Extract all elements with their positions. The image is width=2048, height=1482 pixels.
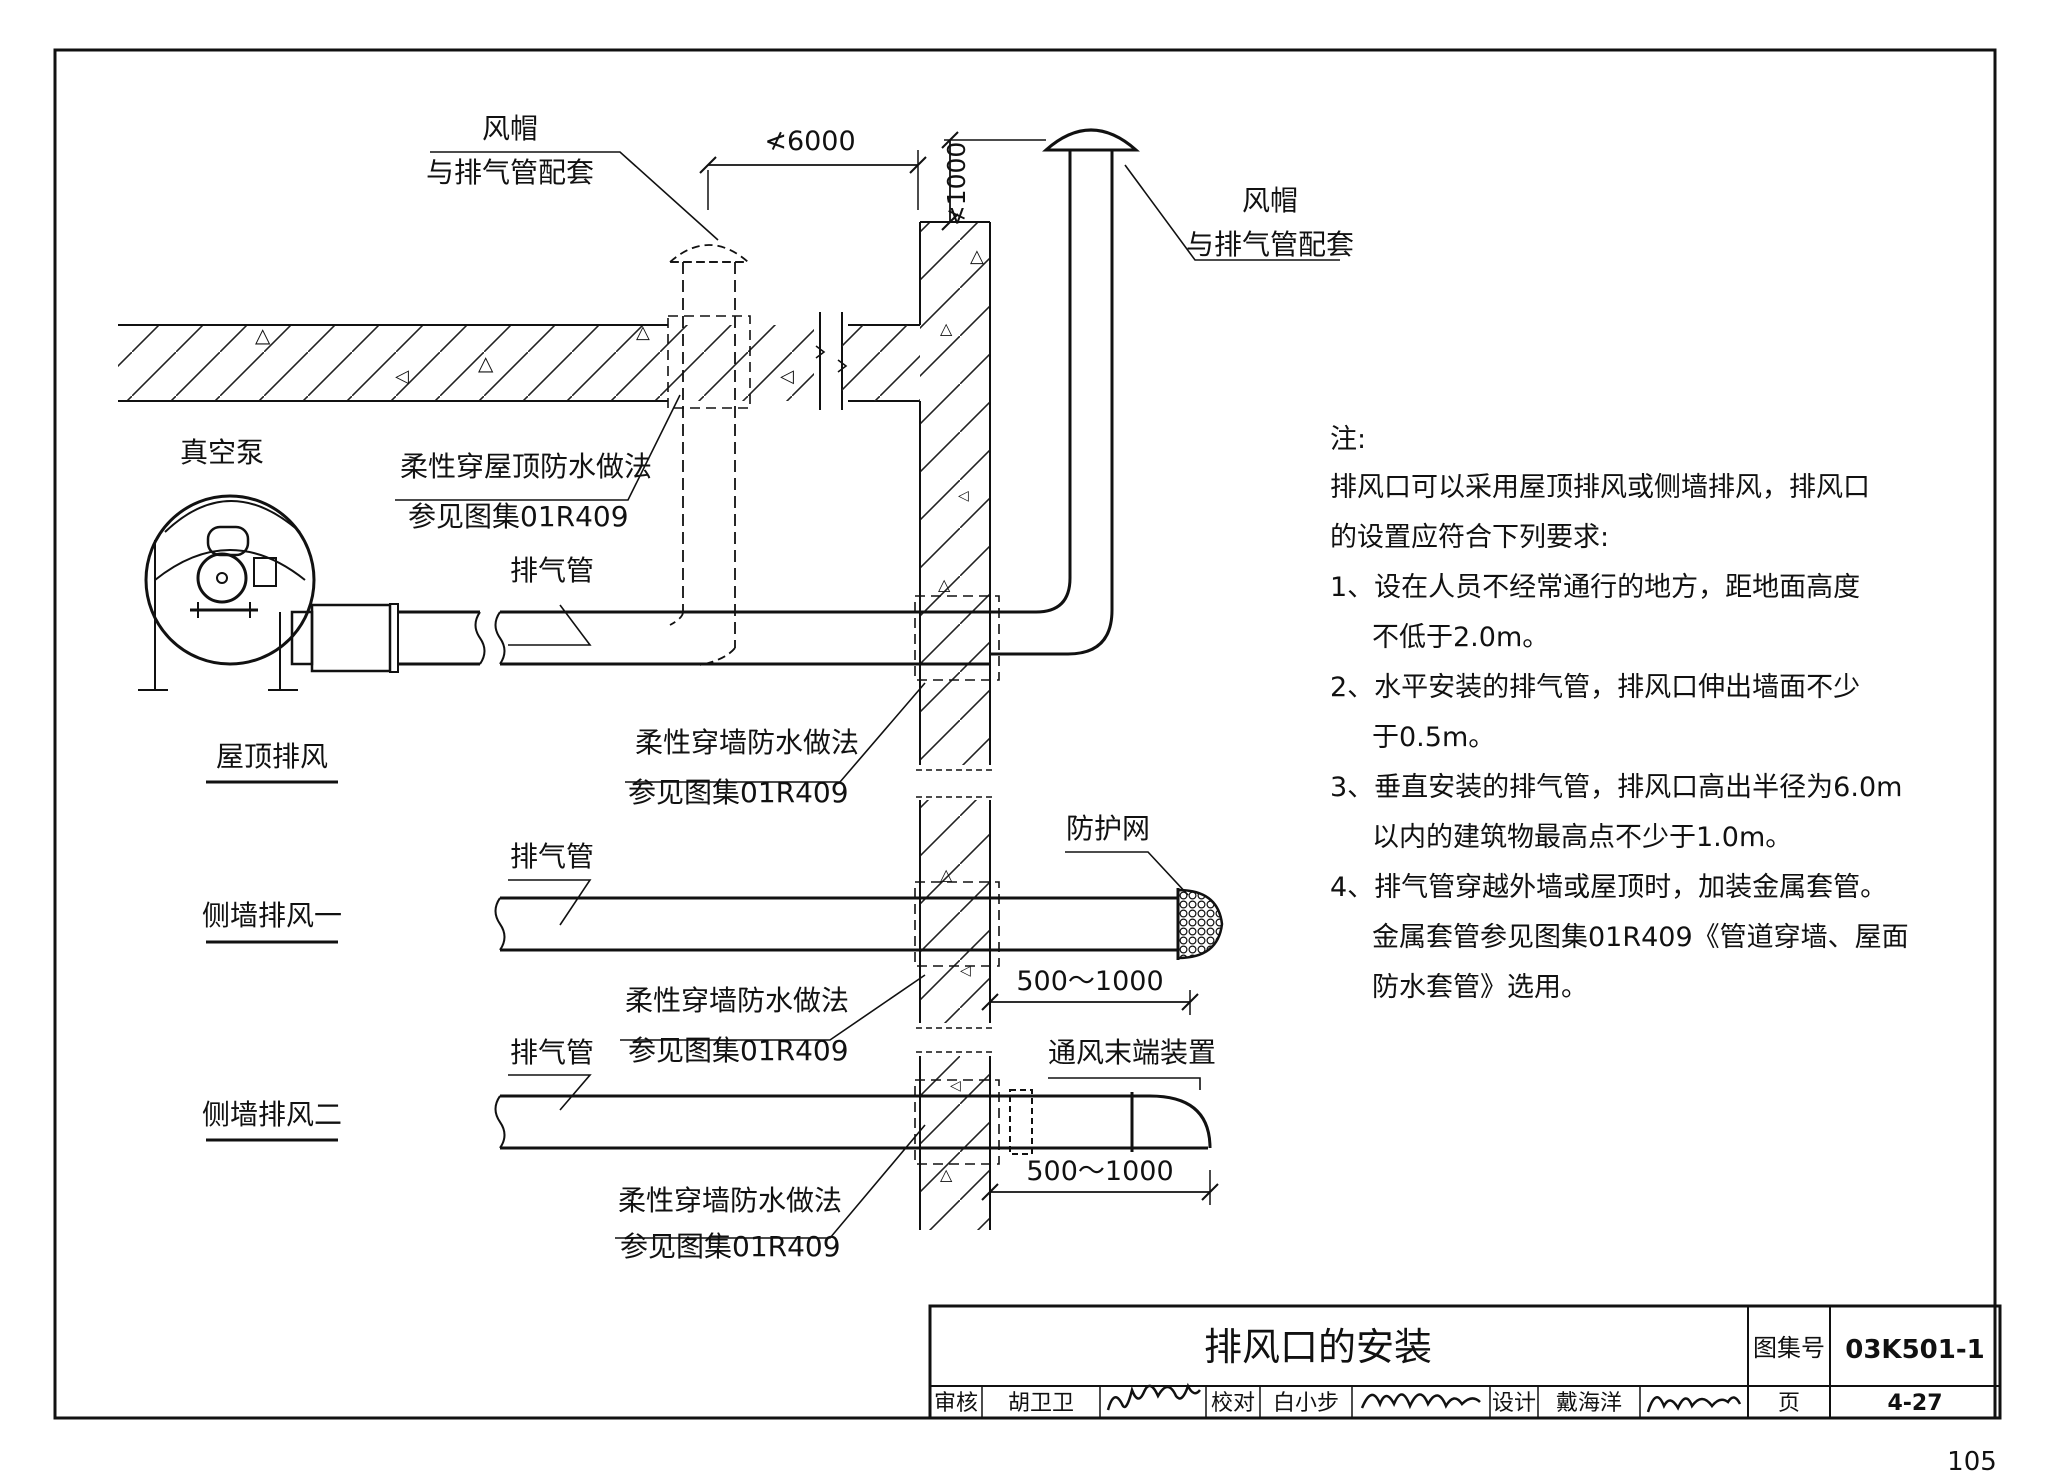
- wall-waterproof-label-a2: 参见图集01R409: [628, 776, 849, 809]
- section-side1-title: 侧墙排风一: [202, 899, 342, 932]
- atlas-number: 03K501-1: [1845, 1335, 1984, 1365]
- notes-line-9: 4、排气管穿越外墙或屋顶时，加装金属套管。: [1330, 872, 1887, 903]
- pipe-label-2: 排气管: [510, 840, 594, 873]
- pipe-label-3: 排气管: [510, 1036, 594, 1069]
- horizontal-exhaust-pipe-roof: [290, 595, 1000, 681]
- leader-lines: [395, 151, 1340, 1239]
- designer-signature: [1646, 1396, 1742, 1413]
- reviewer-name: 胡卫卫: [1008, 1391, 1074, 1416]
- side-exhaust-pipe-1: [494, 881, 1178, 967]
- title-block: 排风口的安装 图集号 03K501-1 审核 胡卫卫 校对 白小步 设计 戴海洋…: [928, 1304, 2002, 1420]
- guard-net-label: 防护网: [1066, 812, 1150, 845]
- reviewer-signature: [1106, 1382, 1201, 1411]
- guard-net: [1176, 888, 1224, 960]
- section-roof-title: 屋顶排风: [216, 740, 328, 773]
- svg-text:◁: ◁: [780, 366, 794, 387]
- svg-text:△: △: [478, 351, 494, 375]
- roof-cap: [667, 244, 751, 263]
- wall: △ △ △ ◁ △ ◁ ◁ △: [916, 221, 994, 1230]
- notes-line-7: 3、垂直安装的排气管，排风口高出半径为6.0m: [1330, 772, 1902, 803]
- designer-name: 戴海洋: [1556, 1391, 1622, 1416]
- svg-text:△: △: [636, 322, 650, 343]
- cap-right-label-1: 风帽: [1242, 184, 1298, 217]
- check-label: 校对: [1211, 1391, 1255, 1416]
- roof-riser: [667, 262, 751, 666]
- labels: 风帽 与排气管配套 ≮6000 ≮1000 风帽 与排气管配套 真空泵 柔性穿屋…: [180, 112, 1354, 1263]
- dimension-500-a: [981, 975, 1199, 1015]
- wall-waterproof-label-b2: 参见图集01R409: [628, 1034, 849, 1067]
- svg-text:◁: ◁: [960, 963, 971, 979]
- notes-line-1: 排风口可以采用屋顶排风或侧墙排风，排风口: [1330, 472, 1870, 503]
- wall-waterproof-label-c2: 参见图集01R409: [620, 1230, 841, 1263]
- svg-text:△: △: [940, 1165, 953, 1184]
- wall-waterproof-label-a1: 柔性穿墙防水做法: [635, 726, 859, 759]
- svg-text:△: △: [970, 246, 984, 267]
- svg-text:△: △: [938, 575, 951, 594]
- cap-left-label-2: 与排气管配套: [426, 156, 594, 189]
- notes-line-6: 于0.5m。: [1372, 722, 1495, 753]
- section-underlines: [206, 780, 338, 1142]
- notes: 注: 排风口可以采用屋顶排风或侧墙排风，排风口 的设置应符合下列要求: 1、设在…: [1330, 424, 1909, 1003]
- dimension-500-b: [981, 1170, 1219, 1205]
- roof-slab: △ △ △ ◁ ◁: [118, 312, 920, 410]
- svg-text:◁: ◁: [958, 488, 969, 504]
- notes-line-11: 防水套管》选用。: [1372, 972, 1588, 1003]
- dimension-500-b-label: 500～1000: [1026, 1156, 1173, 1187]
- side-exhaust-pipe-2: [494, 1079, 1208, 1165]
- checker-signature: [1360, 1393, 1481, 1410]
- page-number: 105: [1947, 1447, 1997, 1477]
- roof-waterproof-label-2: 参见图集01R409: [408, 500, 629, 533]
- end-device-label: 通风末端装置: [1048, 1036, 1216, 1069]
- checker-name: 白小步: [1273, 1391, 1339, 1416]
- notes-line-10: 金属套管参见图集01R409《管道穿墙、屋面: [1372, 922, 1909, 953]
- notes-line-5: 2、水平安装的排气管，排风口伸出墙面不少: [1330, 672, 1860, 703]
- vacuum-pump: [138, 494, 316, 691]
- page-code: 4-27: [1887, 1391, 1942, 1416]
- cap-right-label-2: 与排气管配套: [1186, 228, 1354, 261]
- drawing-frame: [53, 48, 1997, 1420]
- notes-line-3: 1、设在人员不经常通行的地方，距地面高度: [1330, 572, 1860, 603]
- design-label: 设计: [1492, 1391, 1536, 1416]
- roof-waterproof-label-1: 柔性穿屋顶防水做法: [400, 450, 652, 483]
- drawing-title: 排风口的安装: [1204, 1325, 1432, 1369]
- svg-text:△: △: [940, 865, 953, 884]
- vacuum-pump-label: 真空泵: [180, 436, 264, 469]
- page-label: 页: [1778, 1391, 1800, 1416]
- dimension-1000-label: ≮1000: [942, 142, 971, 227]
- section-side2-title: 侧墙排风二: [202, 1098, 342, 1131]
- atlas-label: 图集号: [1753, 1334, 1825, 1362]
- review-label: 审核: [934, 1391, 978, 1416]
- notes-line-4: 不低于2.0m。: [1372, 622, 1549, 653]
- svg-text:◁: ◁: [950, 1078, 961, 1094]
- dimension-6000-label: ≮6000: [764, 126, 855, 157]
- notes-line-2: 的设置应符合下列要求:: [1330, 522, 1609, 553]
- svg-text:◁: ◁: [395, 366, 409, 387]
- wall-waterproof-label-c1: 柔性穿墙防水做法: [618, 1184, 842, 1217]
- svg-text:△: △: [255, 323, 271, 347]
- cap-left-label-1: 风帽: [482, 112, 538, 145]
- svg-text:△: △: [940, 319, 953, 338]
- vertical-exhaust-pipe: [990, 128, 1140, 656]
- notes-line-8: 以内的建筑物最高点不少于1.0m。: [1372, 822, 1792, 853]
- dimension-500-a-label: 500～1000: [1016, 966, 1163, 997]
- notes-heading: 注:: [1330, 424, 1366, 455]
- dimension-6000: [699, 150, 927, 210]
- dimension-1000-vertical: [941, 131, 1046, 231]
- pipe-label-1: 排气管: [510, 554, 594, 587]
- wall-waterproof-label-b1: 柔性穿墙防水做法: [625, 984, 849, 1017]
- vent-terminal: [1130, 1092, 1212, 1152]
